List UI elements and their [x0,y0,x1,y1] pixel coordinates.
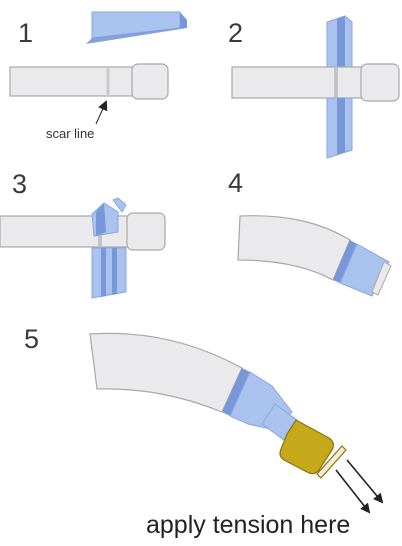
step-2-tube [231,63,400,102]
tension-label: apply tension here [146,511,350,539]
step-5-tube [89,332,243,413]
step-1-tape [86,11,187,44]
step-5-number: 5 [24,324,39,354]
step-3-number: 3 [12,169,27,199]
step-5-group: 5 apply tension here [24,324,384,539]
scar-line-label: scar line [46,126,94,141]
step-4-taped-end [333,240,392,297]
step-2-number: 2 [228,18,243,48]
step-5-connector [279,419,347,479]
step-2-group: 2 [228,15,400,159]
step-1-number: 1 [18,18,33,48]
tension-arrow-2 [346,459,384,504]
step-4-group: 4 [228,168,392,297]
step-3-group: 3 [0,169,166,299]
scar-line-pointer [95,100,108,125]
step-3-tube [0,212,166,251]
step-1-tube [9,63,169,100]
step-2-tape-fold [337,98,345,155]
step-3-tape [91,197,127,299]
step-4-tube [237,215,351,281]
step-4-number: 4 [228,168,243,198]
step-5-tape-band [222,368,250,416]
step-1-group: 1 scar line [9,11,187,141]
tension-arrow-1 [335,469,371,514]
